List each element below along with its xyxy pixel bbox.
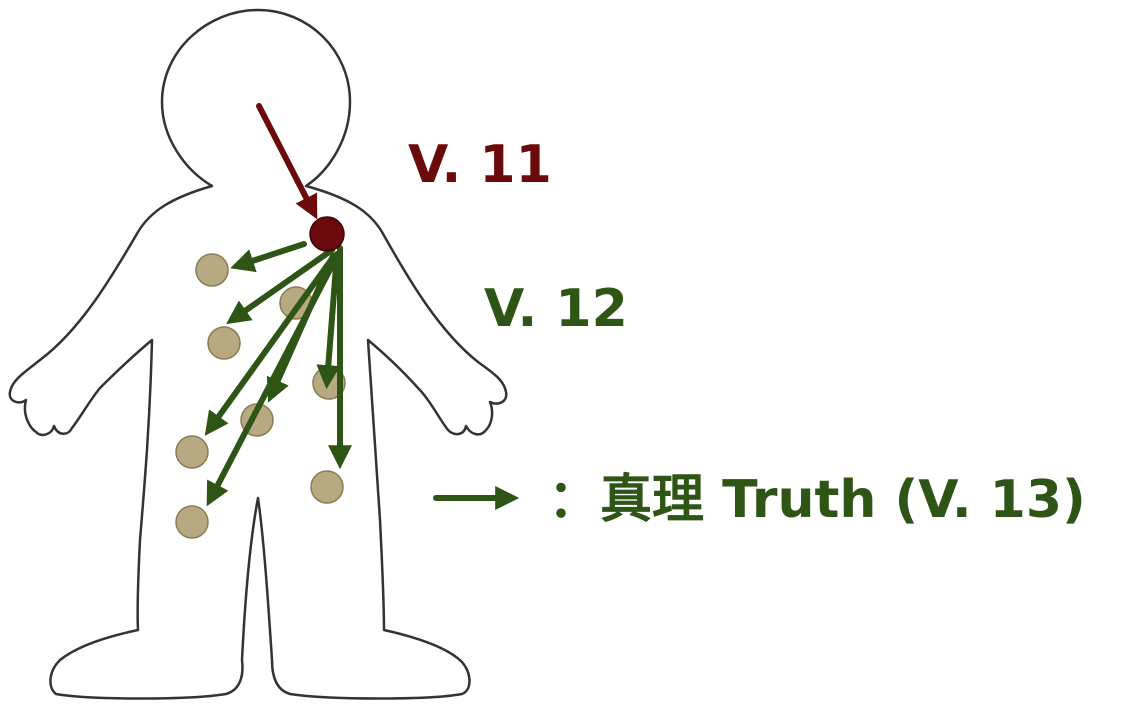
node-dot-icon (310, 470, 344, 504)
branch-arrow (266, 253, 336, 403)
label-v12: V. 12 (484, 279, 628, 339)
branch-arrow (226, 247, 335, 325)
node-dot-icon (175, 505, 209, 539)
label-v11: V. 11 (408, 135, 552, 195)
node-dot-icon (207, 326, 241, 360)
source-dot-icon (309, 216, 345, 252)
node-dots (175, 253, 346, 539)
branch-arrow (204, 253, 337, 436)
node-dot-icon (175, 435, 209, 469)
branch-arrow (230, 241, 307, 273)
legend-label: ：真理 Truth (V. 13) (548, 470, 1086, 530)
body-outline (8, 8, 508, 700)
head-arrow (256, 103, 318, 220)
branch-arrows (204, 241, 352, 507)
branch-arrow (316, 251, 341, 390)
node-dot-icon (195, 253, 229, 287)
